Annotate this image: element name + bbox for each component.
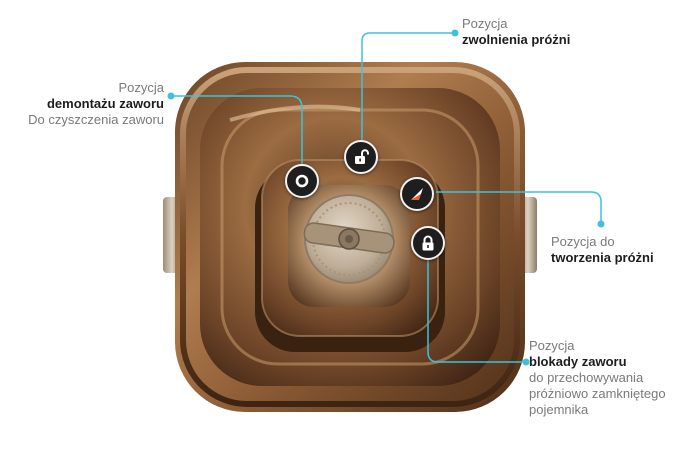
lid-highlight [229,104,361,122]
lock-label: Pozycja blokady zaworu do przechowywania… [529,338,666,418]
callout-dot-release [451,29,459,37]
removal-label: Pozycja demontażu zaworu Do czyszczenia … [28,80,164,128]
release-position-marker [344,140,378,174]
arrow-pointer-icon [411,188,423,200]
release-label-title: zwolnienia próżni [462,32,571,47]
callout-line-create [436,191,602,222]
callout-line-lock [427,258,524,363]
removal-label-line3: Do czyszczenia zaworu [28,112,164,127]
lock-label-line3: do przechowywania [529,370,644,385]
create-position-marker [400,177,434,211]
lock-label-line1: Pozycja [529,338,575,353]
lock-label-line5: pojemnika [529,402,589,417]
callout-dot-lock [522,358,530,366]
create-label-title: tworzenia próżni [551,250,654,265]
removal-position-marker [285,164,319,198]
callout-dot-removal [167,92,175,100]
lock-label-line4: próżniowo zamkniętego [529,386,666,401]
removal-label-title: demontażu zaworu [46,96,164,111]
callout-line-release [361,32,455,146]
create-label: Pozycja do tworzenia próżni [551,234,654,266]
release-label: Pozycja zwolnienia próżni [462,16,570,48]
removal-label-line1: Pozycja [118,80,164,95]
lid-rim [180,67,520,407]
create-label-line1: Pozycja do [551,234,615,249]
unlocked-padlock-icon [355,149,369,164]
locked-padlock-icon [422,235,434,251]
circle-icon [295,174,309,188]
release-label-line1: Pozycja [462,16,508,31]
valve-knob-center-dot [345,235,353,243]
callout-lines [167,29,605,366]
lock-position-marker [411,226,445,260]
callout-line-removal [171,95,303,168]
lock-label-title: blokady zaworu [529,354,627,369]
callout-dot-create [597,220,605,228]
